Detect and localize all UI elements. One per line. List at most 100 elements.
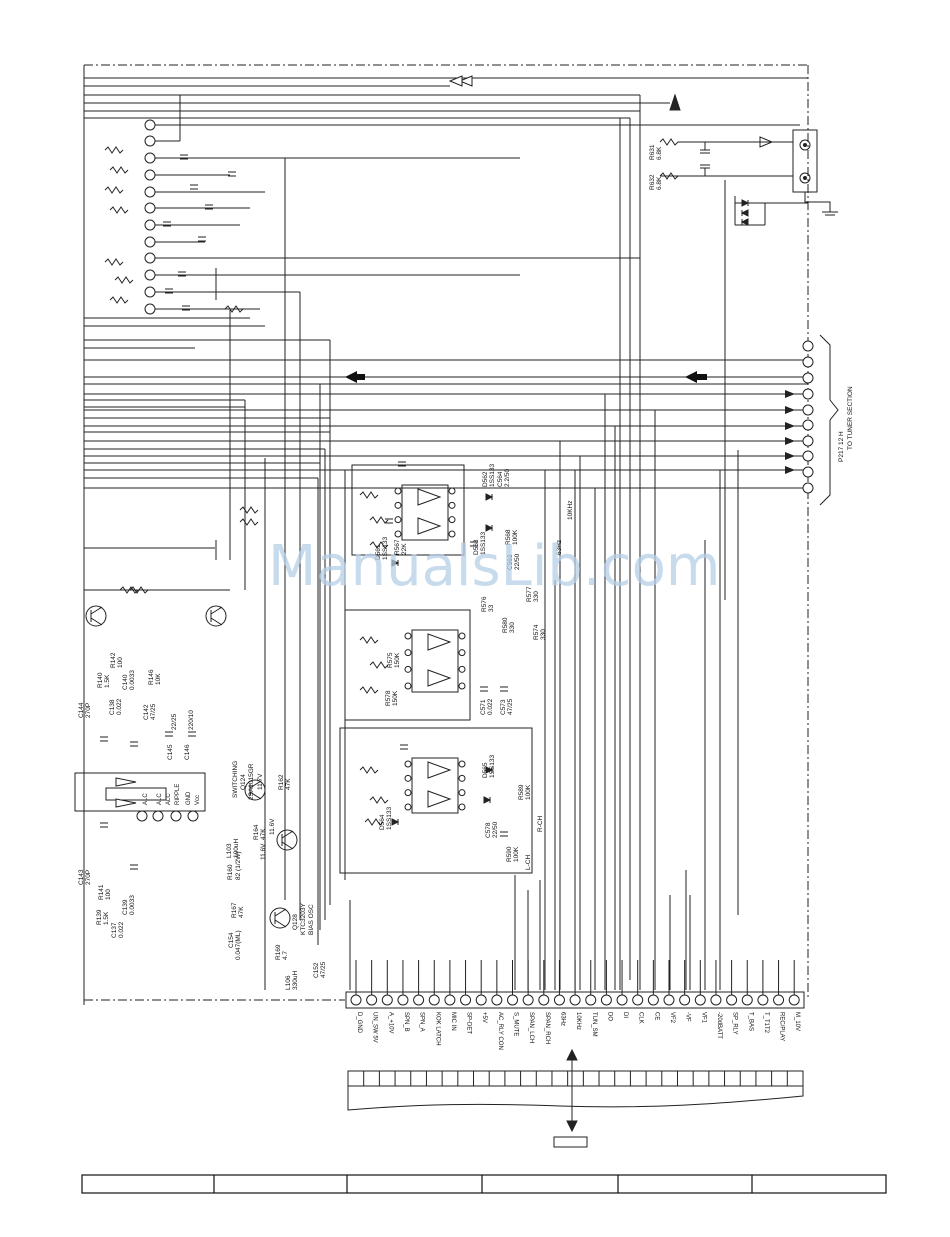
- r632-label: R632: [649, 174, 656, 190]
- board-outline: [83, 64, 809, 1005]
- left-terminal-8: [144, 236, 156, 248]
- tuner-terminal-7: [802, 435, 814, 447]
- label-r589: R589: [518, 784, 525, 800]
- bottom-pin-label-27: T_T1T2: [763, 1012, 769, 1034]
- tuner-arrow-icon-1: [785, 390, 795, 398]
- left-terminal-10: [144, 269, 156, 281]
- tuner-arrow-icon-3: [785, 422, 795, 430]
- resistor-16: [369, 796, 389, 804]
- q124-collector: [249, 780, 262, 789]
- q128-body: [269, 907, 291, 929]
- label-r568: R568: [505, 529, 512, 545]
- component-labels: SWITCHING Q124 2SA1015GR 11.7V R162 47K …: [78, 463, 574, 990]
- opamp-1-pin-l1: [394, 501, 402, 509]
- transistors: [85, 146, 508, 929]
- bottom-pin-28: [773, 994, 785, 1006]
- bottom-pin-15: [569, 994, 581, 1006]
- left-terminal-5: [144, 186, 156, 198]
- label-c564: C564: [497, 471, 504, 487]
- bottom-pin-21: [663, 994, 675, 1006]
- bottom-pin-label-13: SPAN_RCH: [544, 1012, 550, 1044]
- tuner-terminal-8: [802, 450, 814, 462]
- bottom-pin-label-21: VF2: [669, 1012, 675, 1024]
- label-c154: C154: [228, 932, 235, 948]
- switching-ic: [74, 772, 206, 822]
- label-r139: R139: [96, 909, 103, 925]
- label-r567: R567: [394, 539, 401, 555]
- bottom-pin-14: [553, 994, 565, 1006]
- label-r575: R575: [387, 652, 394, 668]
- bottom-pin-label-18: DI: [622, 1012, 628, 1018]
- signal-arrow-icon: [448, 75, 774, 148]
- left-terminal-12: [144, 303, 156, 315]
- q124-body: [244, 779, 266, 801]
- resistor-5: [104, 258, 124, 266]
- q-switch-collector: [281, 830, 294, 839]
- ic-pin-alc-1: ALC: [143, 793, 149, 805]
- resistor-9: [359, 491, 379, 499]
- label-r162-value: 47K: [285, 778, 292, 790]
- opamp-2-pin-l3: [404, 682, 412, 690]
- label-c563-value: 22/50: [514, 553, 521, 570]
- opamp-1-pin-r0: [448, 487, 456, 495]
- tuner-arrow-icon-6: [785, 466, 795, 474]
- transistor-right-emitter: [210, 617, 223, 626]
- resistor-11: [369, 541, 389, 549]
- opamp-1-pin-r1: [448, 501, 456, 509]
- bottom-pin-label-7: MIC IN: [450, 1012, 456, 1031]
- label-r576: R576: [481, 596, 488, 612]
- left-terminal-7: [144, 219, 156, 231]
- label-c140-value: 0.0033: [129, 670, 136, 690]
- tuner-arrow-icon-2: [785, 406, 795, 414]
- bottom-pin-22: [679, 994, 691, 1006]
- label-r-ch: R-CH: [537, 815, 544, 832]
- bottom-pin-9: [475, 994, 487, 1006]
- label-r141: R141: [98, 884, 105, 900]
- bottom-pin-label-11: S_MUTE: [513, 1012, 519, 1036]
- tuner-brace: [819, 334, 839, 506]
- resistor-7: [109, 296, 129, 304]
- q-switch-emitter: [281, 841, 294, 850]
- bottom-pin-label-5: SPN_A: [419, 1012, 425, 1032]
- bottom-pin-label-2: UN_SW 5V: [372, 1012, 378, 1043]
- left-terminal-4: [144, 169, 156, 181]
- opamp-3-pin-r1: [458, 774, 466, 782]
- label-r568-value: 100K: [512, 529, 519, 545]
- label-v116-b: 11.6V: [260, 843, 267, 860]
- left-terminal-9: [144, 252, 156, 264]
- label-r169-value: 4.7: [282, 951, 289, 960]
- resistor-6: [114, 276, 134, 284]
- label-c152: C152: [313, 962, 320, 978]
- label-c144-value: 270P: [85, 703, 92, 718]
- r631-label: R631: [649, 144, 656, 160]
- filter-frame-2: [344, 609, 471, 721]
- bold-arrow-icon: [345, 371, 707, 383]
- label-63hz: 63Hz: [556, 540, 563, 555]
- label-c145-value: 22/25: [171, 713, 178, 730]
- bottom-pin-label-9: +5V: [481, 1012, 487, 1023]
- label-d565: D565: [482, 762, 489, 778]
- left-terminal-1: [144, 119, 156, 131]
- label-r578: R578: [385, 690, 392, 706]
- label-c145: C145: [167, 744, 174, 760]
- resistor-18: [239, 506, 259, 514]
- q128-collector: [274, 908, 287, 917]
- resistor-19: [239, 518, 259, 526]
- opamp-1-pin-l0: [394, 487, 402, 495]
- opamp-1-pin-l2: [394, 516, 402, 524]
- resistor-13: [369, 661, 389, 669]
- bottom-pin-18: [616, 994, 628, 1006]
- tuner-arrow-icon-4: [785, 437, 795, 445]
- filter-frame-1: [351, 464, 465, 556]
- bottom-pin-label-19: CLK: [638, 1012, 644, 1024]
- label-c139: C139: [122, 899, 129, 915]
- label-q128-part: KTC3203Y: [300, 903, 307, 935]
- label-v116-a: 11.6V: [269, 818, 276, 835]
- label-r589-value: 100K: [525, 784, 532, 800]
- tuner-terminal-4: [802, 388, 814, 400]
- diode-d562-tri: [485, 493, 494, 501]
- label-c138: C138: [109, 699, 116, 715]
- label-r590: R590: [506, 846, 513, 862]
